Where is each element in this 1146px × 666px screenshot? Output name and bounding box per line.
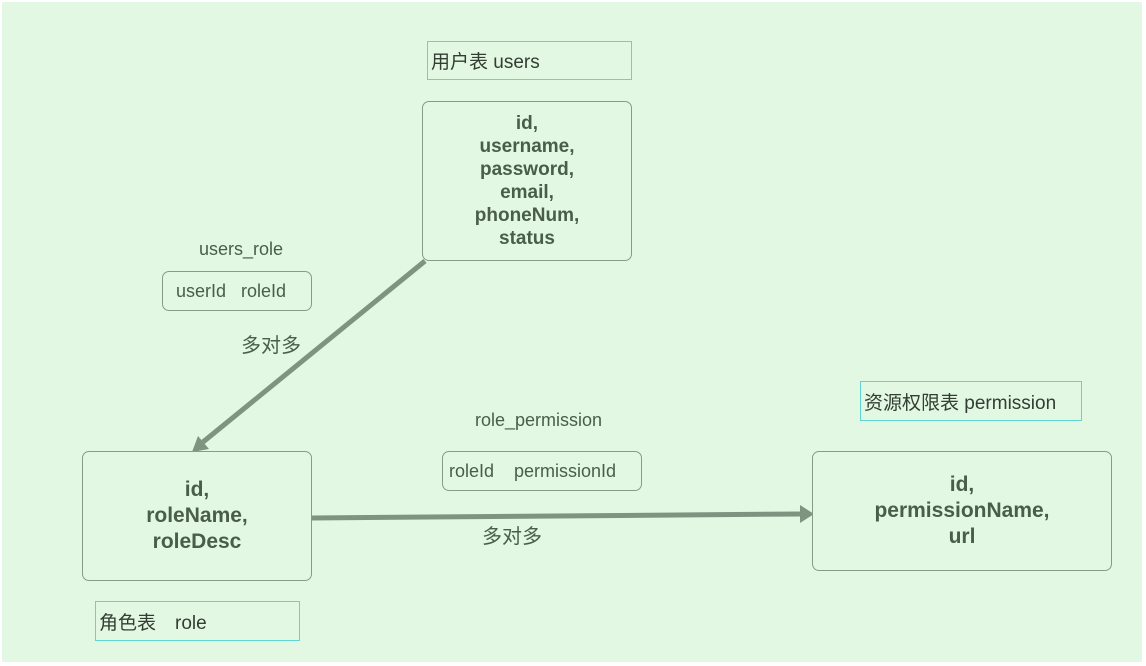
role-field-id: id, <box>184 478 210 501</box>
role-table[interactable]: id, roleName, roleDesc <box>82 451 312 581</box>
users-table[interactable]: id, username, password, email, phoneNum,… <box>422 101 632 261</box>
users-role-name: users_role <box>199 239 284 259</box>
role-to-permission-arrowhead <box>800 505 814 523</box>
permission-table-title: 资源权限表 permission <box>860 381 1082 421</box>
role-field-rolename: roleName, <box>146 504 248 527</box>
permission-table[interactable]: id, permissionName, url <box>812 451 1112 571</box>
role-permission-relation: 多对多 <box>482 526 542 548</box>
users-to-role-edge <box>201 259 427 444</box>
role-permission-columns[interactable]: roleId permissionId <box>442 451 642 491</box>
users-field-username: username, <box>479 136 575 157</box>
users-field-password: password, <box>480 159 574 180</box>
users-field-email: email, <box>500 182 554 203</box>
permission-field-url: url <box>948 525 976 548</box>
role-field-roledesc: roleDesc <box>152 530 242 553</box>
users-role-relation: 多对多 <box>241 335 301 357</box>
users-field-id: id, <box>515 113 539 134</box>
users-to-role-arrowhead <box>192 436 209 452</box>
role-permission-name: role_permission <box>475 410 603 430</box>
users-table-title: 用户表 users <box>427 41 632 80</box>
role-table-title: 角色表 role <box>95 601 300 641</box>
users-field-status: status <box>499 228 555 249</box>
permission-field-permissionname: permissionName, <box>874 499 1050 522</box>
permission-field-id: id, <box>949 473 975 496</box>
users-field-phonenum: phoneNum, <box>474 205 580 226</box>
role-to-permission-edge <box>311 511 801 521</box>
users-role-columns[interactable]: userId roleId <box>162 271 312 311</box>
